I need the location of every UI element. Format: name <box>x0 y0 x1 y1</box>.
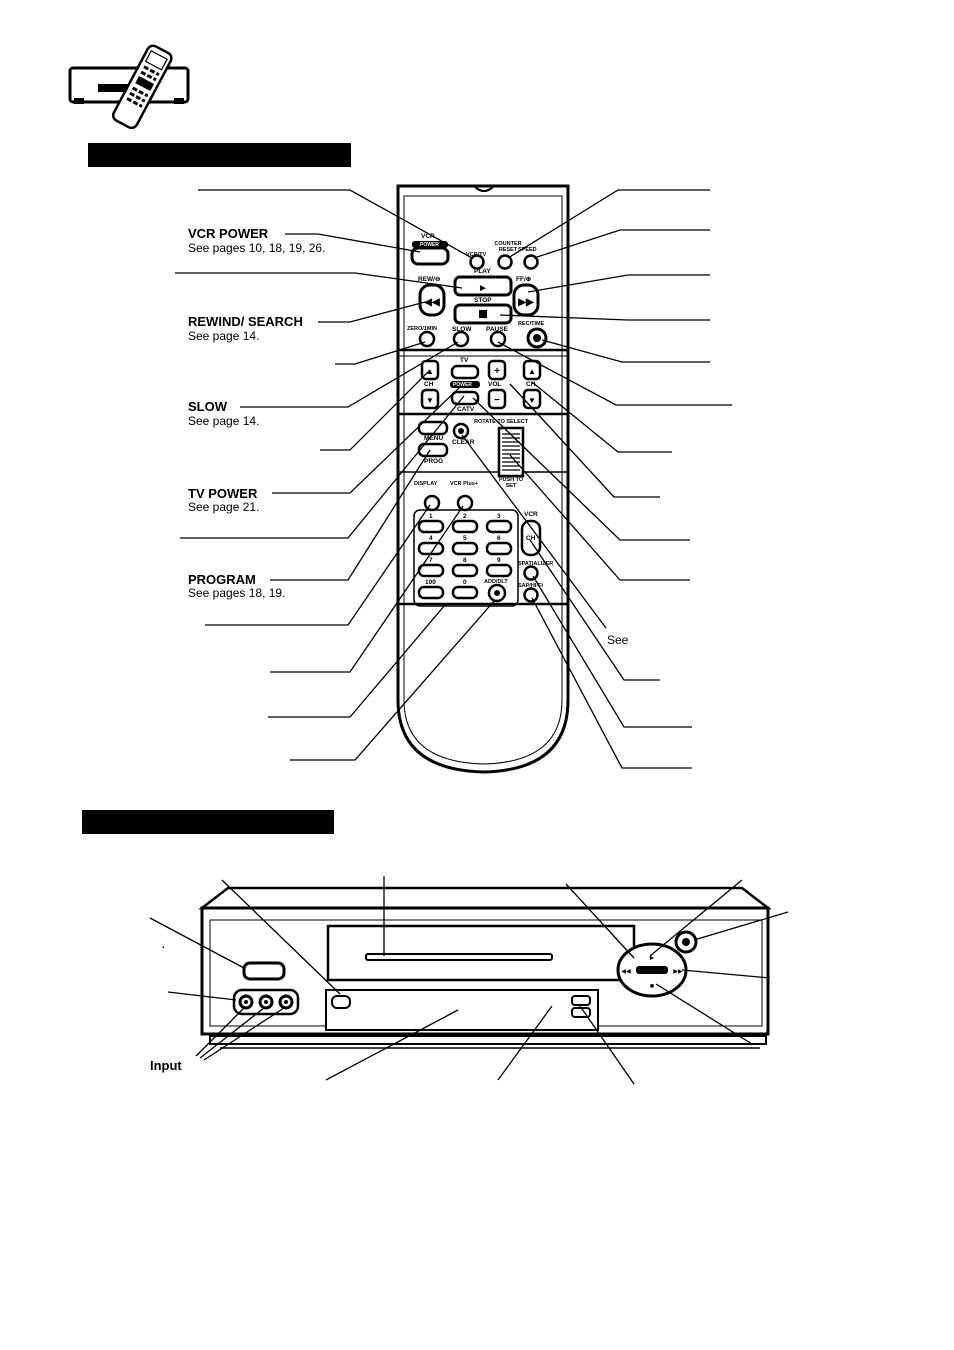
svg-text:▼: ▼ <box>426 396 434 405</box>
key-digit-8: 8 <box>463 557 467 564</box>
program-label: PROGRAM <box>188 572 256 587</box>
key-digit-4: 4 <box>429 535 433 542</box>
key-digit-2: 2 <box>463 513 467 520</box>
key-pause-label: PAUSE <box>486 326 508 333</box>
vcr-power-label: VCR POWER <box>188 226 269 241</box>
key-rew-label: REW/⊖ <box>418 276 441 283</box>
slow-label: SLOW <box>188 399 227 414</box>
svg-text:▶▶: ▶▶ <box>517 297 535 308</box>
key-digit-1: 1 <box>429 513 433 520</box>
key-push-set-label: PUSH TO SET <box>498 477 524 489</box>
svg-text:.: . <box>162 940 165 951</box>
key-digit-7: 7 <box>429 557 433 564</box>
vcr-front-panel-diagram: ► ■ ◀◀ ▶▶ . <box>149 876 789 1085</box>
remote-section-header <box>88 143 351 167</box>
key-digit-0: 0 <box>463 579 467 586</box>
key-vol-label: VOL <box>488 381 502 388</box>
key-ch-right-label: CH <box>526 381 536 388</box>
rewind-search-ref: See page 14. <box>188 329 260 343</box>
svg-text:◀◀: ◀◀ <box>423 297 440 308</box>
key-vcrplus-label: VCR Plus+ <box>450 481 478 487</box>
svg-text:▼: ▼ <box>528 396 536 405</box>
key-counter-reset-label: COUNTER RESET <box>494 241 522 253</box>
svg-text:■: ■ <box>650 983 654 990</box>
svg-text:+: + <box>494 366 500 377</box>
key-menu-label: MENU <box>424 435 444 442</box>
key-tv-power-label: POWER <box>453 382 472 388</box>
program-ref: See pages 18, 19. <box>188 586 286 600</box>
key-sap-label: SAP/HI-Fi <box>518 583 544 589</box>
key-prog-label: PROG <box>424 458 444 465</box>
remote-control-diagram: ◀◀ ► ▶▶ ▲ ▼ + − ▲ ▼ <box>175 184 732 774</box>
svg-text:▶▶: ▶▶ <box>673 969 683 975</box>
key-clear-label: CLEAR <box>452 439 475 446</box>
key-ff-label: FF/⊕ <box>516 276 532 283</box>
key-ch-left-label: CH <box>424 381 434 388</box>
front-section-header <box>82 810 334 834</box>
front-section-title <box>82 814 88 830</box>
key-digit-5: 5 <box>463 535 467 542</box>
input-label: Input <box>150 1058 182 1073</box>
key-speed-label: SPEED <box>518 247 537 253</box>
key-play-label: PLAY <box>474 268 491 275</box>
svg-text:◀◀: ◀◀ <box>621 969 631 975</box>
key-vcrtv-label: VCR/TV <box>466 252 487 258</box>
tv-power-ref: See page 21. <box>188 500 260 514</box>
key-rotate-label: ROTATE TO SELECT <box>474 419 529 425</box>
rewind-search-label: REWIND/ SEARCH <box>188 314 303 329</box>
svg-text:▲: ▲ <box>528 367 536 376</box>
key-catv-label: CATV <box>457 406 475 413</box>
key-digit-100: 100 <box>425 579 436 586</box>
key-vcr-ch2-label: CH <box>526 535 536 542</box>
svg-text:►: ► <box>649 955 656 962</box>
svg-text:−: − <box>494 395 500 406</box>
key-stop-label: STOP <box>474 297 492 304</box>
slow-ref: See page 14. <box>188 414 260 428</box>
tv-power-label: TV POWER <box>188 486 258 501</box>
key-rectime-label: REC/TIME <box>518 321 545 327</box>
key-zero-label: ZERO/1MIN <box>407 326 437 332</box>
key-vcr-ch-label: VCR <box>524 511 538 518</box>
key-tv-label: TV <box>460 357 469 364</box>
key-add-dlt-label: ADD/DLT <box>484 579 508 585</box>
key-vcr-power-label: POWER <box>420 242 439 248</box>
key-display-label: DISPLAY <box>414 481 438 487</box>
key-vcr-label: VCR <box>421 233 435 240</box>
key-slow-label: SLOW <box>452 326 472 333</box>
key-digit-9: 9 <box>497 557 501 564</box>
svg-text:▲: ▲ <box>426 367 434 376</box>
svg-text:►: ► <box>478 283 488 294</box>
vcr-power-ref: See pages 10, 18, 19, 26. <box>188 241 326 255</box>
key-spatializer-label: SPATIALIZER <box>518 561 554 567</box>
right-see-ref: See <box>607 633 629 647</box>
key-digit-3: 3 <box>497 513 501 520</box>
key-digit-6: 6 <box>497 535 501 542</box>
vcr-remote-icon <box>68 44 190 130</box>
